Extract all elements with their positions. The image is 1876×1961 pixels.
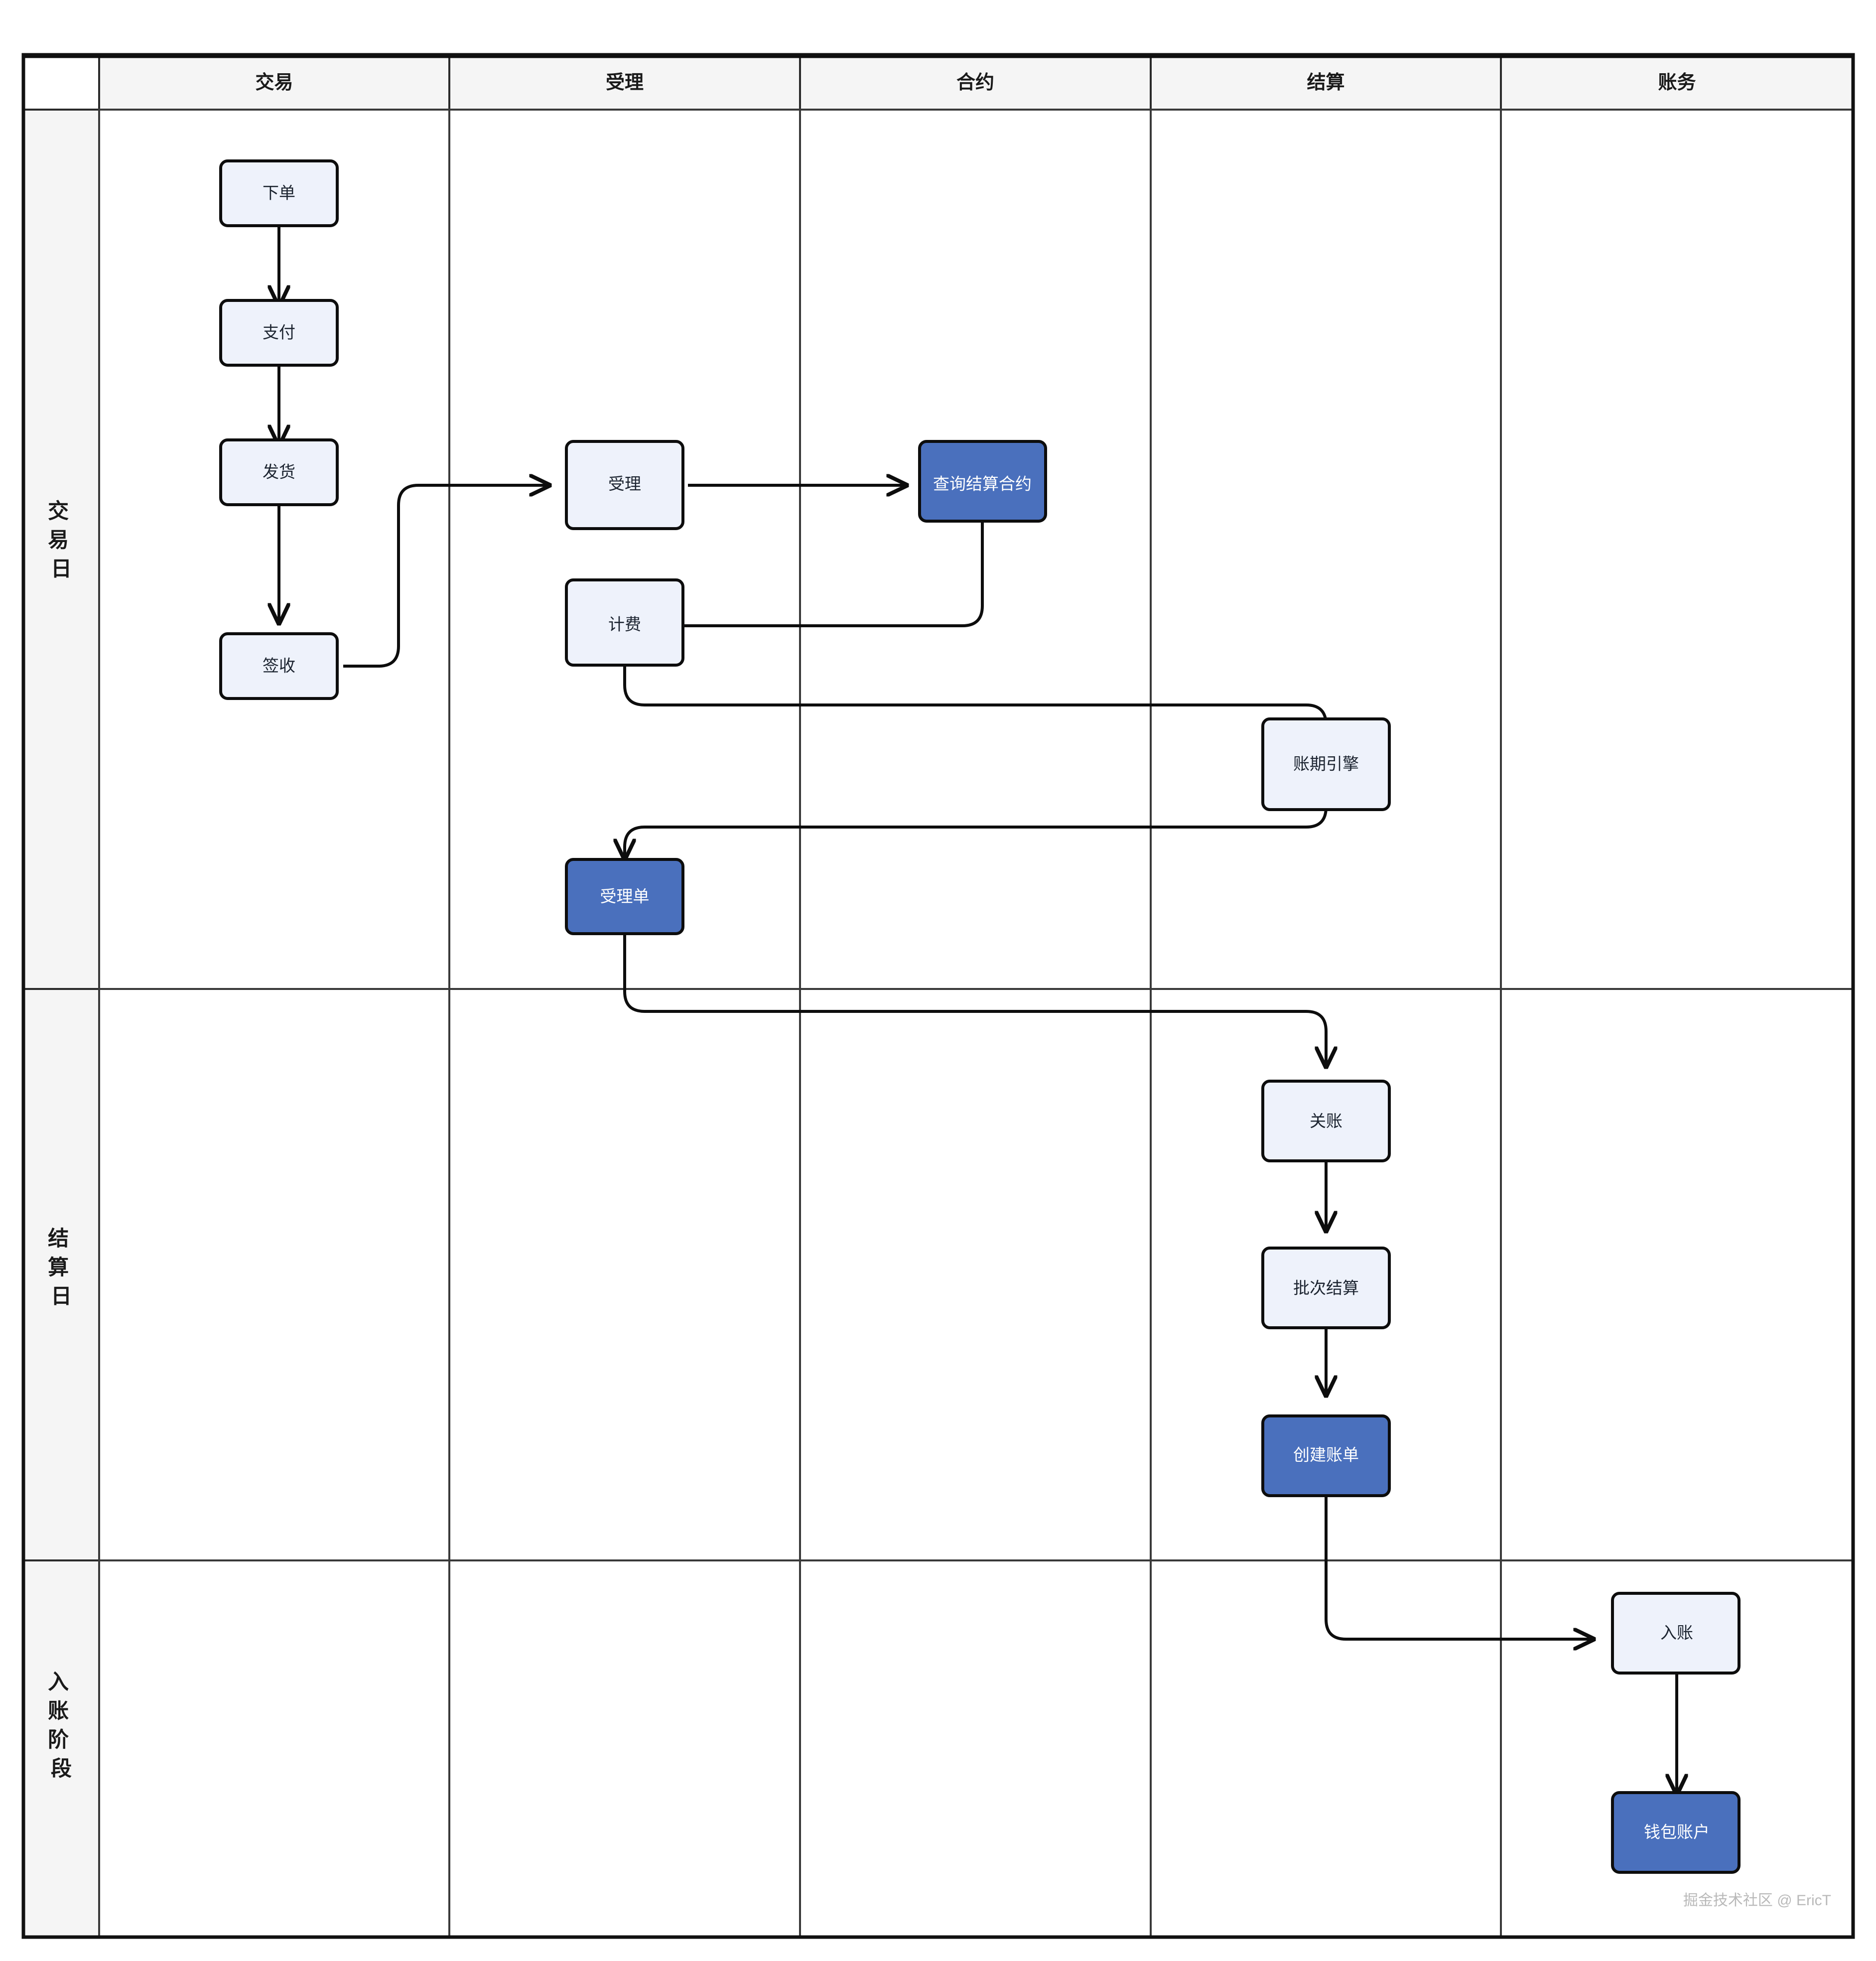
cell-accounting-tradeday [1500, 109, 1854, 990]
cell-contract-tradeday [799, 109, 1152, 990]
node-wallet-account-label: 钱包账户 [1644, 1823, 1710, 1841]
node-wallet-account[interactable]: 钱包账户 [1611, 1791, 1741, 1874]
watermark: 掘金技术社区 @ EricT [1683, 1892, 1831, 1909]
node-batch-settlement-label: 批次结算 [1293, 1279, 1359, 1297]
row-label-column: 交 易 日 结 算 日 入 账 阶 段 [22, 109, 100, 1938]
edge-billing-to-billingcycleengine [623, 665, 1326, 749]
node-acceptance-order[interactable]: 受理单 [565, 858, 684, 935]
row-label-trade-day: 交 易 日 [48, 499, 75, 580]
node-posting-label: 入账 [1660, 1624, 1693, 1642]
cell-acceptance-settlementday [448, 988, 801, 1561]
node-shipment[interactable]: 发货 [219, 438, 339, 506]
lane-header-label-settlement: 结算 [1307, 72, 1344, 93]
node-layer: 下单 支付 发货 签收 受理 [219, 159, 1741, 1874]
cell-contract-postingstage [799, 1559, 1152, 1938]
edge-signoff-to-acceptance [343, 485, 549, 668]
grid-corner-cell [23, 55, 99, 110]
node-billing-shape[interactable] [565, 578, 684, 667]
lane-body-grid [98, 109, 1854, 1938]
node-shipment-label: 发货 [263, 463, 295, 481]
node-close-account-shape[interactable] [1261, 1080, 1391, 1162]
row-label-settlement-day: 结 算 日 [48, 1227, 75, 1308]
cell-settlement-tradeday [1150, 109, 1502, 990]
node-batch-settlement[interactable]: 批次结算 [1261, 1247, 1391, 1329]
cell-contract-settlementday [799, 988, 1152, 1561]
lane-header-label-trade: 交易 [255, 72, 293, 93]
lane-header-label-contract: 合约 [956, 72, 994, 93]
lane-header-trade [98, 54, 450, 111]
row-label-posting-stage: 入 账 阶 段 [48, 1670, 75, 1780]
edge-querycontract-to-billing [648, 521, 984, 626]
edge-billingcycleengine-to-acceptanceorder [625, 806, 1328, 858]
node-signoff[interactable]: 签收 [219, 632, 339, 700]
node-acceptance-label: 受理 [608, 475, 641, 493]
row-label-cell-trade-day [22, 109, 100, 990]
lane-header-acceptance [448, 54, 801, 111]
node-billing-cycle-engine-label: 账期引擎 [1293, 755, 1359, 773]
node-acceptance-shape[interactable] [565, 440, 684, 530]
node-query-settlement-contract-label: 查询结算合约 [933, 475, 1032, 493]
lane-header-row: 交易 受理 合约 结算 账务 [23, 54, 1854, 111]
node-billing-cycle-engine-shape[interactable] [1261, 717, 1391, 811]
node-order-shape[interactable] [219, 159, 339, 227]
diagram-outer-frame [21, 53, 1855, 1939]
node-create-bill[interactable]: 创建账单 [1261, 1414, 1391, 1497]
node-wallet-account-shape[interactable] [1611, 1791, 1741, 1874]
cell-trade-tradeday [98, 109, 450, 990]
node-query-settlement-contract[interactable]: 查询结算合约 [918, 440, 1047, 523]
node-acceptance-order-shape[interactable] [565, 858, 684, 935]
node-create-bill-label: 创建账单 [1293, 1446, 1359, 1464]
node-payment-shape[interactable] [219, 299, 339, 367]
edge-layer [279, 226, 1677, 1794]
edge-createbill-to-posting [1325, 1465, 1593, 1639]
node-close-account-label: 关账 [1310, 1112, 1342, 1130]
node-posting-shape[interactable] [1611, 1592, 1741, 1675]
node-billing[interactable]: 计费 [565, 578, 684, 667]
node-create-bill-shape[interactable] [1261, 1414, 1391, 1497]
node-order[interactable]: 下单 [219, 159, 339, 227]
cell-acceptance-postingstage [448, 1559, 801, 1938]
node-signoff-shape[interactable] [219, 632, 339, 700]
node-close-account[interactable]: 关账 [1261, 1080, 1391, 1162]
cell-trade-settlementday [98, 988, 450, 1561]
edge-acceptanceorder-to-closeaccount [623, 934, 1326, 1066]
node-batch-settlement-shape[interactable] [1261, 1247, 1391, 1329]
node-shipment-shape[interactable] [219, 438, 339, 506]
node-query-settlement-contract-shape[interactable] [918, 440, 1047, 523]
cell-trade-postingstage [98, 1559, 450, 1938]
node-acceptance[interactable]: 受理 [565, 440, 684, 530]
node-signoff-label: 签收 [263, 657, 295, 675]
node-billing-label: 计费 [608, 615, 641, 634]
cell-accounting-settlementday [1500, 988, 1854, 1561]
node-acceptance-order-label: 受理单 [600, 887, 650, 906]
node-billing-cycle-engine[interactable]: 账期引擎 [1261, 717, 1391, 811]
node-order-label: 下单 [263, 184, 295, 202]
node-posting[interactable]: 入账 [1611, 1592, 1741, 1675]
lane-header-label-acceptance: 受理 [606, 72, 644, 93]
node-payment[interactable]: 支付 [219, 299, 339, 367]
node-payment-label: 支付 [263, 323, 295, 342]
lane-header-label-accounting: 账务 [1658, 72, 1696, 93]
